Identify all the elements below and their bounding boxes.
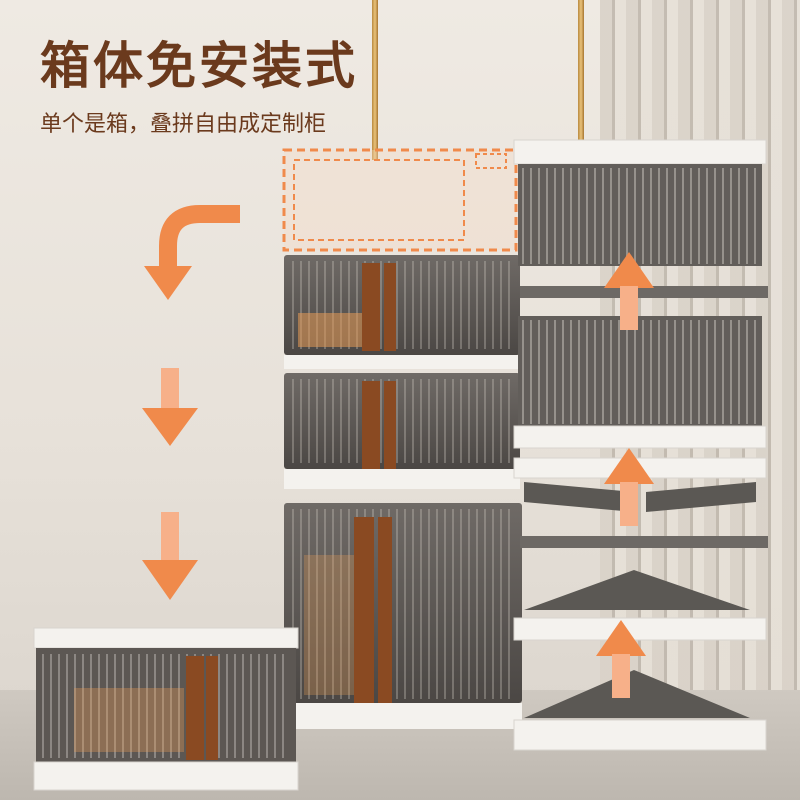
stacked-cabinet-middle: [284, 255, 522, 729]
gold-rod-right: [578, 0, 584, 140]
gold-rod-left: [372, 0, 378, 160]
headline-title: 箱体免安装式: [40, 37, 358, 95]
down-arrow-icon: [142, 512, 198, 600]
down-arrow-icon: [142, 368, 198, 446]
up-arrow-icon: [604, 448, 654, 526]
ghost-box-outline: [282, 148, 518, 252]
up-arrow-icon: [596, 620, 646, 698]
curved-arrow-icon: [144, 205, 240, 300]
exploded-cabinet-right: [513, 139, 768, 751]
headline-subtitle: 单个是箱，叠拼自由成定制柜: [40, 112, 327, 137]
single-storage-box: [33, 627, 299, 791]
up-arrow-icon: [604, 252, 654, 330]
